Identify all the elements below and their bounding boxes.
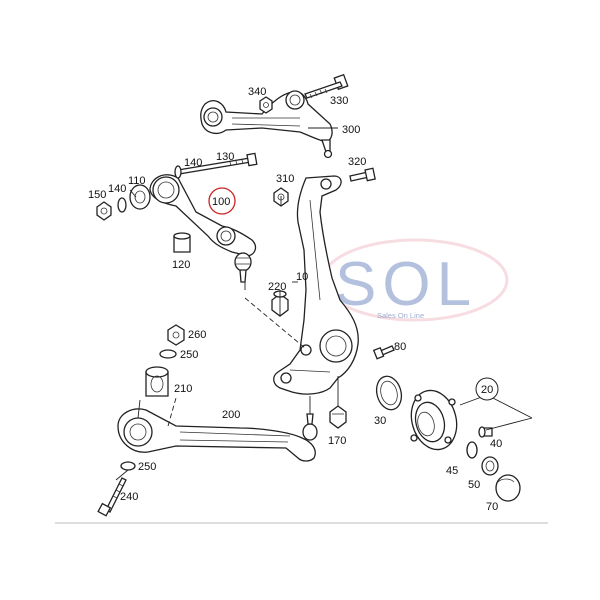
nut-170-part xyxy=(329,405,347,429)
callout-210: 210 xyxy=(174,383,192,395)
nut-150-part xyxy=(96,201,112,221)
leader-lines xyxy=(115,127,533,481)
nut-340-part xyxy=(259,96,273,114)
callout-70: 70 xyxy=(486,501,498,513)
upper-control-arm-part xyxy=(200,90,333,159)
nut-260-part xyxy=(167,324,185,346)
callout-340: 340 xyxy=(248,86,266,98)
callout-110: 110 xyxy=(128,175,146,187)
bolt-40-part xyxy=(478,426,493,438)
bolt-240-part xyxy=(97,477,127,517)
callout-30: 30 xyxy=(374,415,386,427)
cap-70-part xyxy=(495,474,521,502)
seal-30-part xyxy=(375,375,403,411)
callout-240: 240 xyxy=(120,491,138,503)
washer-250-lower-part xyxy=(120,461,136,471)
callout-10: 10 xyxy=(296,271,308,283)
callout-45: 45 xyxy=(446,465,458,477)
ring-45-part xyxy=(466,441,478,459)
steering-knuckle-part xyxy=(273,175,359,395)
washer-250-upper-part xyxy=(159,349,177,359)
bolt-130-part xyxy=(177,152,258,175)
callout-260: 260 xyxy=(188,329,206,341)
watermark-logo-text: SOL xyxy=(335,250,477,319)
bolt-320-part xyxy=(349,167,376,182)
callout-170: 170 xyxy=(328,435,346,447)
bushing-120-part xyxy=(173,232,191,253)
callout-100-highlight-ring xyxy=(208,187,236,215)
bolt-80-part xyxy=(372,345,395,360)
callout-140-left: 140 xyxy=(108,183,126,195)
lower-control-arm-part xyxy=(149,174,257,283)
callout-150: 150 xyxy=(88,189,106,201)
callout-200: 200 xyxy=(222,409,240,421)
washer-140-top-part xyxy=(174,165,182,179)
wheel-hub-20-part xyxy=(410,389,458,451)
callout-330: 330 xyxy=(330,95,348,107)
callout-320: 320 xyxy=(348,156,366,168)
callout-50: 50 xyxy=(468,479,480,491)
callout-120: 120 xyxy=(172,259,190,271)
callout-250-lower: 250 xyxy=(138,461,156,473)
callout-80: 80 xyxy=(394,341,406,353)
tension-strut-part xyxy=(117,408,318,462)
callout-labels: 340 330 300 140 130 310 320 110 150 140 … xyxy=(88,86,502,513)
sol-watermark-logo: SOL Sales On Line xyxy=(321,238,509,322)
callout-100: 100 xyxy=(212,196,230,208)
callout-20: 20 xyxy=(481,384,493,396)
callout-220: 220 xyxy=(268,281,286,293)
callout-140-top: 140 xyxy=(184,157,202,169)
callout-300: 300 xyxy=(342,124,360,136)
callout-310: 310 xyxy=(276,173,294,185)
bolt-330-part xyxy=(304,73,349,99)
callout-40: 40 xyxy=(490,438,502,450)
nut-50-part xyxy=(481,456,499,476)
bushing-110-part xyxy=(129,184,151,210)
callout-130: 130 xyxy=(216,151,234,163)
washer-140-left-part xyxy=(117,197,127,213)
callout-250-upper: 250 xyxy=(180,349,198,361)
callout-20-ring xyxy=(475,377,499,401)
watermark-tagline: Sales On Line xyxy=(377,311,424,320)
bushing-210-part xyxy=(145,366,169,397)
